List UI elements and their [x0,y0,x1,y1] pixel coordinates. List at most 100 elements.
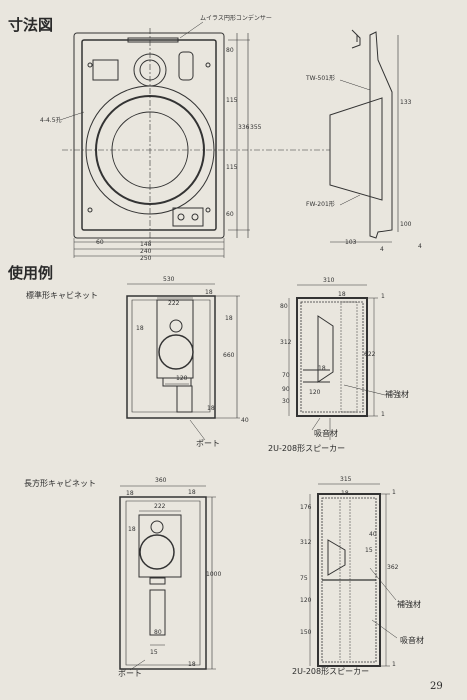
terminal-2 [192,214,198,220]
tall-port [150,590,165,635]
std-side-dim-312: 312 [280,339,292,346]
tall-side-dim-362: 362 [387,564,399,571]
dim-60: 60 [96,239,104,246]
std-dim-18a: 18 [136,325,144,332]
woofer-profile [330,98,382,200]
tweeter-profile [352,30,360,48]
standard-cabinet-heading: 標準形キャビネット [26,291,98,300]
dim-115b: 115 [226,164,238,171]
speaker-frame-inner [82,40,216,230]
std-dim-530: 530 [163,276,175,283]
tall-side-dim-150: 150 [300,629,312,636]
speaker-caption-2: 2U-208形スピーカー [292,667,370,676]
terminal-block [173,208,203,226]
tall-side-dim-15b: 15 [365,547,373,554]
tall-woofer-hole [140,535,174,569]
tall-side-dim-176: 176 [300,504,312,511]
std-dim-222: 222 [168,300,180,307]
tall-reinforcement-label: 補強材 [397,600,421,609]
std-dim-40: 40 [241,417,249,424]
mounting-hole-label: 4-4.5孔 [40,117,62,124]
tall-dim-18c: 18 [128,526,136,533]
std-reinforcement-label: 補強材 [385,390,409,399]
tall-port-label: ポート [118,669,142,678]
std-side-dim-18f: 18 [318,365,326,372]
std-side-dim-1a: 1 [381,293,385,300]
tall-side-dim-18e: 18 [341,490,349,497]
dim-100: 100 [400,221,412,228]
tall-side-dim-75: 75 [300,575,308,582]
side-frame [370,32,392,238]
dim-80: 80 [226,47,234,54]
tall-front-outer [120,497,206,669]
capacitor-slot [179,52,193,80]
speaker-caption-1: 2U-208形スピーカー [268,444,346,453]
std-port [177,386,192,412]
page-number: 29 [430,681,443,692]
std-driver-section [318,316,333,382]
dim-133: 133 [400,99,412,106]
dim-355: 355 [250,124,262,131]
dim-4: 4 [380,246,384,253]
tall-cabinet-heading: 長方形キャビネット [24,479,96,488]
tall-side-dim-40: 40 [369,531,377,538]
tall-dim-80: 80 [154,629,162,636]
std-side-dim-18e: 18 [338,291,346,298]
tall-side-dim-120: 120 [300,597,312,604]
dim-148: 148 [140,241,152,248]
tall-dim-18a: 18 [126,490,134,497]
std-side-dim-70: 70 [282,372,290,379]
std-dim-18b: 18 [205,289,213,296]
std-dim-660: 660 [223,352,235,359]
std-side-outer [297,298,367,416]
std-side-dim-80: 80 [280,303,288,310]
dim-336: 336 [238,124,250,131]
dim-60b: 60 [226,211,234,218]
tall-dim-18b: 18 [188,489,196,496]
tall-tweeter-hole [151,521,163,533]
tall-driver-section [328,540,345,575]
std-dim-18d: 18 [207,405,215,412]
top-bar [128,38,178,42]
tall-side-dim-1a: 1 [392,489,396,496]
std-side-dim-310: 310 [323,277,335,284]
tall-dim-15: 15 [150,649,158,656]
capacitor-label: ムイラス円形コンデンサー [200,15,272,22]
dimension-drawing-heading: 寸法図 [8,16,54,34]
std-side-dim-622: 622 [364,351,376,358]
tw501-label: TW-501形 [306,75,335,82]
std-absorber-label: 吸音材 [314,429,338,438]
std-dim-120: 120 [176,375,188,382]
std-side-dim-30: 30 [282,398,290,405]
tall-dim-360: 360 [155,477,167,484]
tall-speaker-cutout [139,515,181,577]
std-side-dim-1b: 1 [381,411,385,418]
tall-side-dim-312: 312 [300,539,312,546]
dim-250: 250 [140,255,152,262]
tweeter-window [93,60,118,80]
terminal-1 [178,214,184,220]
std-side-dim-120b: 120 [309,389,321,396]
dim-103: 103 [345,239,357,246]
tall-dim-1000: 1000 [206,571,222,578]
std-front-outer [127,296,215,418]
fw201-label: FW-201形 [306,201,335,208]
dim-240: 240 [140,248,152,255]
tall-dim-222: 222 [154,503,166,510]
std-woofer-hole [159,335,193,369]
tall-side-dim-315: 315 [340,476,352,483]
tall-dim-18d: 18 [188,661,196,668]
std-tweeter-hole [170,320,182,332]
std-port-label: ポート [196,439,220,448]
std-side-dim-90: 90 [282,386,290,393]
tall-absorber-label: 吸音材 [400,636,424,645]
dim-4r: 4 [418,243,422,250]
dim-115: 115 [226,97,238,104]
std-dim-18c: 18 [225,315,233,322]
usage-examples-heading: 使用例 [8,264,54,282]
tall-side-dim-1b: 1 [392,661,396,668]
